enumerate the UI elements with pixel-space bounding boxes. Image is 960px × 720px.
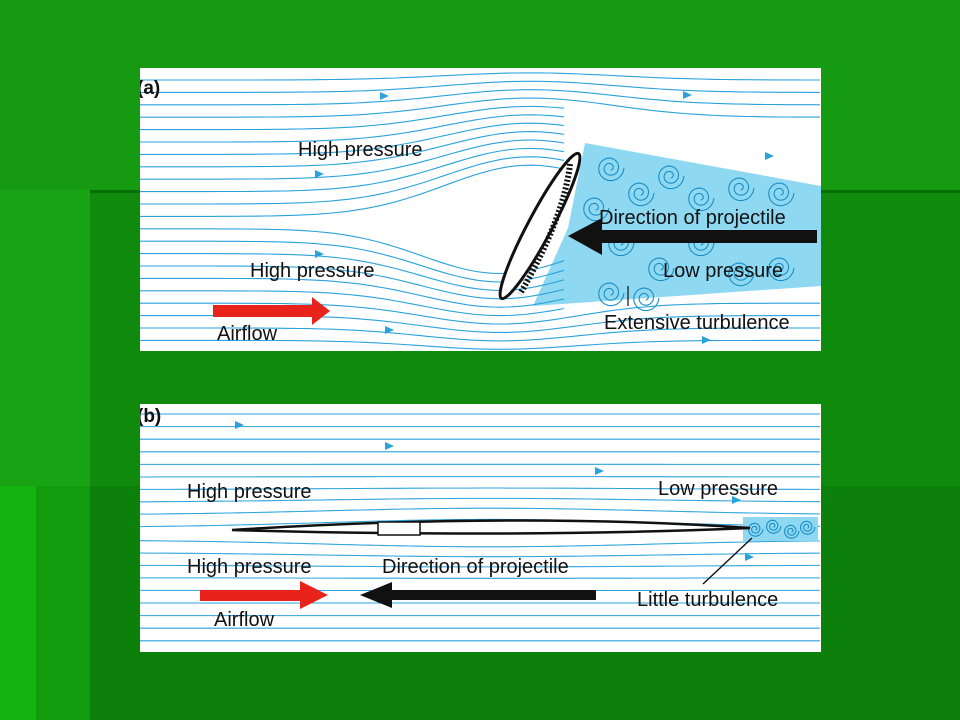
flow-chevron (315, 170, 324, 178)
airflow-arrow (213, 297, 330, 325)
flow-chevron (380, 92, 389, 100)
streamlined-projectile (231, 519, 751, 536)
streamline (140, 105, 565, 131)
extensive-turbulence-label: Extensive turbulence (604, 312, 790, 334)
background-left (0, 190, 90, 486)
turbulence-swirls (583, 157, 795, 312)
streamline (140, 80, 820, 93)
swirl (799, 520, 816, 535)
high-pressure-label-bottom: High pressure (250, 260, 375, 282)
flow-diagram-a (140, 72, 821, 350)
swirl (598, 157, 625, 182)
swirl (747, 522, 764, 537)
flow-diagram-b (140, 413, 821, 642)
swirl (633, 287, 660, 312)
streamline (140, 265, 565, 300)
streamline (140, 114, 565, 143)
flow-chevron (235, 421, 244, 429)
streamline (140, 89, 821, 106)
background-bottom-left (0, 486, 36, 720)
flow-chevron (595, 467, 604, 475)
swirl (728, 177, 755, 202)
little-turbulence-label: Little turbulence (637, 589, 779, 611)
projectile-ellipse (498, 151, 582, 301)
flow-chevron (385, 326, 394, 334)
high-pressure-label-top: High pressure (298, 139, 423, 161)
streamline (140, 72, 820, 81)
streamline (140, 139, 565, 180)
streamline (140, 290, 565, 317)
flow-chevron (683, 91, 692, 99)
flow-chevron (732, 496, 741, 504)
flow-chevron (702, 336, 711, 344)
flow-direction-markers (315, 91, 774, 344)
streamline (140, 552, 821, 558)
swirl (648, 257, 675, 282)
streamline (140, 122, 565, 155)
direction-of-projectile-label: Direction of projectile (382, 556, 569, 578)
wake-region (533, 143, 821, 306)
streamlines (140, 413, 821, 642)
streamline (140, 131, 565, 168)
airflow-arrow (200, 581, 328, 609)
swirl (658, 165, 685, 190)
low-pressure-label: Low pressure (658, 478, 779, 500)
swirl (598, 282, 625, 307)
swirl (688, 187, 715, 212)
streamline (140, 156, 565, 205)
turbulence-leader-line (702, 537, 753, 585)
flow-chevron (765, 152, 774, 160)
streamline (140, 164, 565, 217)
streamline (140, 253, 565, 291)
panel-b-tag: (b) (140, 406, 162, 427)
swirl (583, 197, 610, 222)
direction-of-projectile-label: Direction of projectile (599, 207, 786, 229)
streamline (140, 507, 821, 515)
diagram-panel-a: (a) High pressure High pressure Directio… (140, 68, 821, 351)
airflow-label: Airflow (217, 323, 278, 345)
streamline (140, 327, 820, 342)
airflow-label: Airflow (214, 609, 275, 631)
streamline (140, 564, 820, 568)
streamline (140, 540, 821, 548)
panel-a-tag: (a) (140, 78, 161, 99)
swirl (728, 262, 755, 287)
high-pressure-label-bottom: High pressure (187, 556, 312, 578)
flow-chevron (385, 442, 394, 450)
streamline (140, 487, 820, 490)
flow-chevron (745, 553, 754, 561)
streamline (140, 302, 820, 325)
projectile-direction-arrow (568, 218, 817, 255)
turbulence-swirls (743, 517, 818, 541)
swirl (628, 182, 655, 207)
swirl (765, 519, 782, 534)
low-pressure-label: Low pressure (663, 260, 784, 282)
background-bottom-strip (36, 486, 90, 720)
streamline (140, 147, 565, 193)
streamline (140, 277, 565, 308)
swirl (768, 182, 795, 207)
streamlines (140, 72, 821, 350)
streamline (140, 97, 820, 118)
swirl (783, 524, 800, 539)
flow-chevron (315, 250, 324, 258)
projectile-direction-arrow (360, 582, 596, 608)
high-pressure-label-top: High pressure (187, 481, 312, 503)
flow-direction-markers (235, 421, 754, 561)
streamline (140, 228, 565, 275)
streamline (140, 497, 821, 503)
diagram-panel-b: (b) High pressure Low pressure High pres… (140, 404, 821, 652)
swirl (768, 257, 795, 282)
wake-fill (533, 143, 821, 306)
streamline (140, 240, 565, 283)
